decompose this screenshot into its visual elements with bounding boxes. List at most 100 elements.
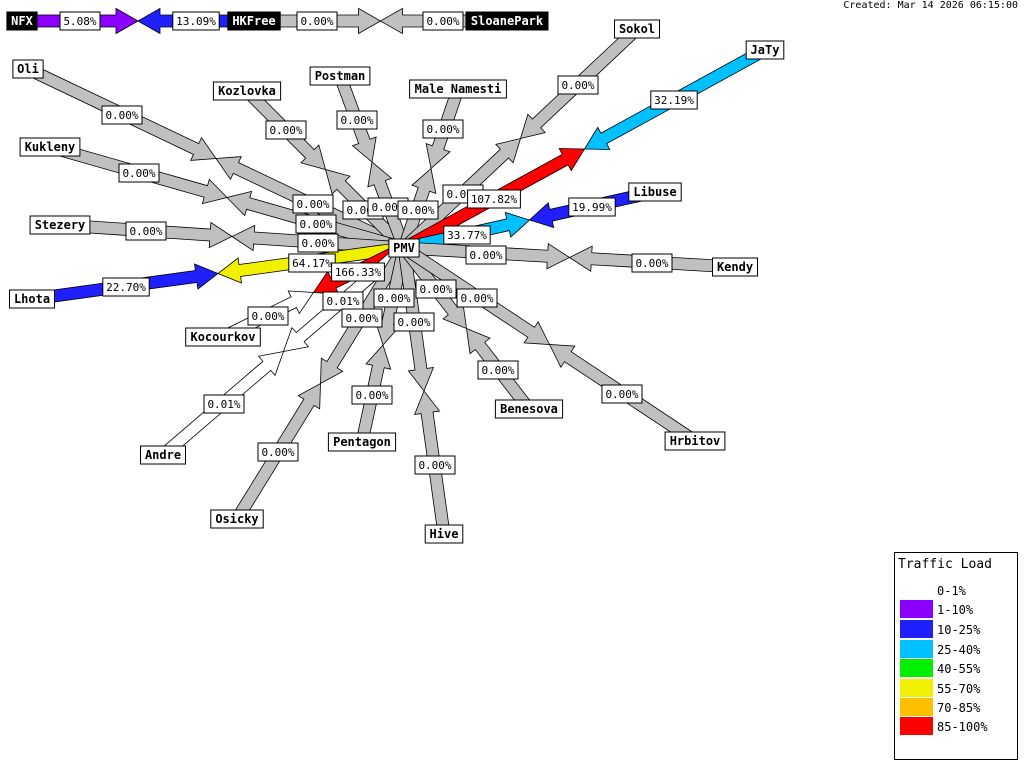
- link-label-box: [568, 197, 616, 217]
- legend: Traffic Load 0-1% 1-10% 10-25% 25-40% 40…: [894, 552, 1018, 760]
- link-label-box: [172, 11, 220, 31]
- node-osicky[interactable]: Osicky: [210, 509, 264, 529]
- node-box: [409, 79, 507, 99]
- node-label: Kendy: [717, 260, 753, 274]
- legend-swatch: [900, 640, 933, 658]
- node-benesova[interactable]: Benesova: [494, 399, 564, 419]
- link-label-text: 0.00%: [426, 15, 459, 28]
- link-label-text: 0.00%: [460, 292, 493, 305]
- link-label-out: 0.00%: [295, 214, 337, 234]
- link-label-text: 0.00%: [397, 316, 430, 329]
- legend-row: 55-70%: [900, 679, 1010, 698]
- link-label-box: [601, 384, 643, 404]
- node-kukleny[interactable]: Kukleny: [19, 137, 81, 157]
- link-label-text: 0.01%: [326, 295, 359, 308]
- legend-row: 25-40%: [900, 640, 1010, 659]
- node-box: [29, 215, 91, 235]
- link-label-box: [351, 385, 393, 405]
- link-label-text: 0.00%: [561, 79, 594, 92]
- link-label-out: 0.00%: [297, 233, 339, 253]
- node-andre[interactable]: Andre: [140, 445, 186, 465]
- node-jaty[interactable]: JaTy: [745, 40, 785, 60]
- node-label: Pentagon: [333, 435, 391, 449]
- node-label: Hrbitov: [670, 434, 721, 448]
- node-label: Hive: [430, 527, 459, 541]
- node-pmv[interactable]: PMV: [388, 238, 420, 258]
- node-box: [712, 257, 758, 277]
- legend-row: 10-25%: [900, 620, 1010, 639]
- link-label-box: [125, 221, 167, 241]
- node-kozlovka[interactable]: Kozlovka: [212, 81, 282, 101]
- node-label: Sokol: [619, 22, 655, 36]
- link-label-text: 0.00%: [122, 167, 155, 180]
- node-box: [628, 182, 682, 202]
- link-label-text: 0.00%: [301, 237, 334, 250]
- legend-row: 70-85%: [900, 698, 1010, 717]
- link-label-box: [422, 11, 464, 31]
- link-label-text: 0.00%: [605, 388, 638, 401]
- link-label-in: 0.00%: [601, 384, 643, 404]
- node-box: [664, 431, 726, 451]
- link-label-box: [292, 194, 334, 214]
- legend-row: 85-100%: [900, 717, 1010, 736]
- link-label-box: [59, 11, 101, 31]
- legend-swatch: [900, 620, 933, 638]
- node-postman[interactable]: Postman: [309, 66, 371, 86]
- link-label-in: 0.00%: [101, 105, 143, 125]
- link-label-in: 13.09%: [172, 11, 220, 31]
- link-label-box: [650, 90, 698, 110]
- node-lhota[interactable]: Lhota: [9, 289, 55, 309]
- node-box: [327, 432, 397, 452]
- node-box: [140, 445, 186, 465]
- link-label-box: [465, 245, 507, 265]
- node-sloanepark[interactable]: SloanePark: [465, 11, 549, 31]
- link-label-text: 0.00%: [371, 201, 404, 214]
- node-label: NFX: [11, 14, 33, 28]
- node-hkfree[interactable]: HKFree: [227, 11, 281, 31]
- node-malenamesti[interactable]: Male Namesti: [409, 79, 507, 99]
- link-label-box: [257, 442, 299, 462]
- node-oli[interactable]: Oli: [12, 59, 44, 79]
- link-label-text: 0.00%: [345, 312, 378, 325]
- node-pentagon[interactable]: Pentagon: [327, 432, 397, 452]
- link-label-box: [295, 214, 337, 234]
- legend-label: 70-85%: [937, 701, 981, 715]
- link-label-box: [443, 225, 491, 245]
- link-label-text: 32.19%: [654, 94, 694, 107]
- link-label-out: 0.00%: [292, 194, 334, 214]
- link-label-in: 0.00%: [336, 110, 378, 130]
- link-label-out: 0.00%: [456, 288, 498, 308]
- link-label-box: [336, 110, 378, 130]
- node-sokol[interactable]: Sokol: [614, 19, 660, 39]
- link-label-in: 0.00%: [118, 163, 160, 183]
- link-label-out: 0.00%: [397, 200, 439, 220]
- node-box: [185, 327, 261, 347]
- link-label-box: [296, 11, 338, 31]
- link-label-box: [203, 394, 245, 414]
- node-kendy[interactable]: Kendy: [712, 257, 758, 277]
- link-label-in: 0.00%: [247, 306, 289, 326]
- node-stezery[interactable]: Stezery: [29, 215, 91, 235]
- legend-label: 0-1%: [937, 584, 966, 598]
- node-libuse[interactable]: Libuse: [628, 182, 682, 202]
- link-label-box: [101, 105, 143, 125]
- node-label: Kukleny: [25, 140, 76, 154]
- link-label-text: 22.70%: [106, 281, 146, 294]
- node-hrbitov[interactable]: Hrbitov: [664, 431, 726, 451]
- node-box: [424, 524, 464, 544]
- node-box: [12, 59, 44, 79]
- link-label-out: 0.00%: [373, 288, 415, 308]
- legend-swatch: [900, 600, 933, 618]
- node-kocourkov[interactable]: Kocourkov: [185, 327, 261, 347]
- node-nfx[interactable]: NFX: [6, 11, 38, 31]
- node-hive[interactable]: Hive: [424, 524, 464, 544]
- node-box: [494, 399, 564, 419]
- link-label-text: 0.00%: [340, 114, 373, 127]
- link-label-text: 0.00%: [401, 204, 434, 217]
- link-label-in: 0.00%: [125, 221, 167, 241]
- link-label-box: [397, 200, 439, 220]
- link-label-out: 0.00%: [415, 279, 457, 299]
- legend-title: Traffic Load: [898, 557, 992, 572]
- link-pmv-kendy[interactable]: [403, 241, 736, 274]
- link-label-text: 0.00%: [426, 123, 459, 136]
